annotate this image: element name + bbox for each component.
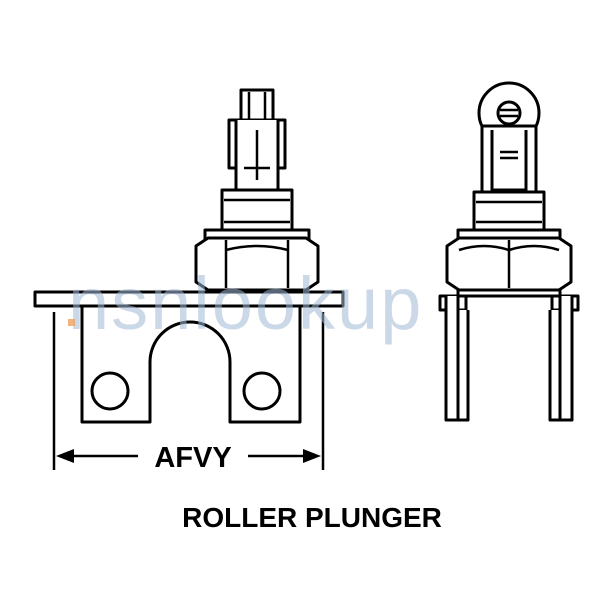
watermark-text: nsnlookup [68,262,423,345]
side-leg-left-inner [456,310,470,422]
front-hole-left [90,371,130,411]
front-shaft [220,188,294,232]
dimension-label: AFVY [154,442,231,474]
dimension-arrow-right [303,449,321,463]
side-view [438,81,580,422]
front-hole-right [242,371,282,411]
watermark-dot [68,319,75,326]
dimension-arrow-left [56,449,74,463]
caption-title: ROLLER PLUNGER [182,502,442,533]
side-leg-right-outer [558,296,574,422]
side-leg-left-outer [444,296,460,422]
side-collar [456,288,562,298]
front-view: AFVY [33,88,345,474]
side-roller-axle [496,100,522,126]
side-shaft [472,190,546,232]
